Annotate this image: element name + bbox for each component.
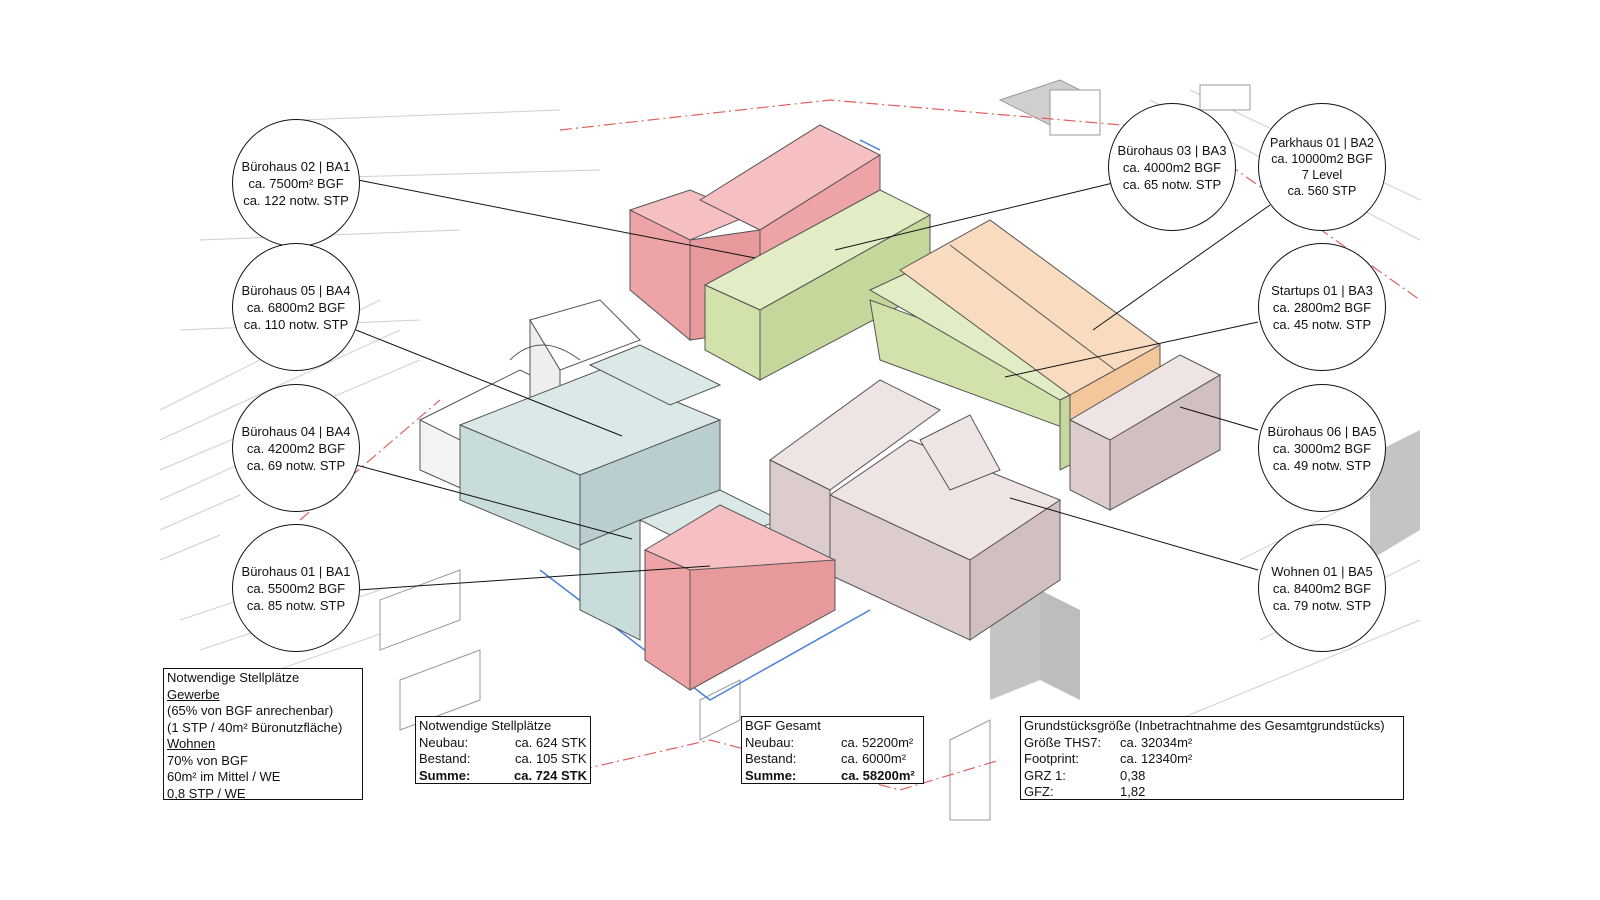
table-row: Summe: ca. 724 STK <box>419 768 587 785</box>
table-title: Notwendige Stellplätze <box>419 718 552 733</box>
callout-parking: ca. 45 notw. STP <box>1272 316 1372 332</box>
callout-parking: ca. 85 notw. STP <box>246 597 346 613</box>
callout-name: Bürohaus 05 <box>241 282 316 298</box>
table-title: Grundstücksgröße (Inbetrachtnahme des Ge… <box>1024 718 1385 733</box>
row-label: Summe: <box>745 767 797 783</box>
table-row: Neubau: ca. 52200m² <box>745 735 920 752</box>
parking-rules-legend: Notwendige Stellplätze Gewerbe (65% von … <box>163 668 363 801</box>
row-value: ca. 52200m² <box>841 734 914 750</box>
legend-wohnen-line: 70% von BGF <box>167 752 248 768</box>
row-label: GRZ 1: <box>1024 767 1066 783</box>
callout-parking: ca. 79 notw. STP <box>1272 597 1372 613</box>
legend-wohnen-heading: Wohnen <box>167 736 216 751</box>
row-label: Footprint: <box>1024 751 1079 766</box>
table-row: GRZ 1: 0,38 <box>1024 768 1400 785</box>
callout-name: Bürohaus 01 <box>241 563 316 579</box>
buerohaus-06-block <box>1068 354 1222 511</box>
callout-parking: ca. 560 STP <box>1287 184 1357 198</box>
callout-area: ca. 2800m2 BGF <box>1272 299 1372 315</box>
legend-gewerbe-line: (1 STP / 40m² Büronutzfläche) <box>167 719 343 735</box>
callout-parking: ca. 122 notw. STP <box>243 192 349 208</box>
table-row: GFZ: 1,82 <box>1024 784 1400 801</box>
legend-title: Notwendige Stellplätze <box>167 670 300 685</box>
row-value: ca. 105 STK <box>515 751 587 766</box>
callout-phase: BA3 <box>1348 282 1373 298</box>
row-label: Neubau: <box>745 734 795 750</box>
context-buildings <box>379 79 1420 821</box>
callout-name: Wohnen 01 <box>1271 563 1338 579</box>
callout-levels: 7 Level <box>1301 168 1343 182</box>
row-value: ca. 624 STK <box>515 734 587 750</box>
legend-wohnen-line: 0,8 STP / WE <box>167 785 246 801</box>
leader-lines <box>355 179 1271 591</box>
row-value: ca. 6000m² <box>841 751 907 766</box>
callout-buerohaus-04: Bürohaus 04 | BA4 ca. 4200m2 BGF ca. 69 … <box>232 384 360 512</box>
callout-name: Bürohaus 02 <box>241 158 316 174</box>
table-row: Footprint: ca. 12340m² <box>1024 751 1400 768</box>
table-row: Summe: ca. 58200m² <box>745 768 920 785</box>
callout-parking: ca. 110 notw. STP <box>243 316 349 332</box>
callout-phase: BA5 <box>1348 563 1373 579</box>
callout-startups-01: Startups 01 | BA3 ca. 2800m2 BGF ca. 45 … <box>1258 243 1386 371</box>
table-row: Neubau: ca. 624 STK <box>419 735 587 752</box>
row-label: GFZ: <box>1024 784 1054 799</box>
row-label: Summe: <box>419 767 471 783</box>
callout-parking: ca. 49 notw. STP <box>1272 457 1372 473</box>
callout-buerohaus-03: Bürohaus 03 | BA3 ca. 4000m2 BGF ca. 65 … <box>1108 103 1236 231</box>
callout-area: ca. 8400m2 BGF <box>1272 580 1372 596</box>
callout-phase: BA2 <box>1350 136 1375 150</box>
callout-phase: BA5 <box>1351 423 1377 439</box>
table-title: BGF Gesamt <box>745 718 821 733</box>
callout-buerohaus-02: Bürohaus 02 | BA1 ca. 7500m² BGF ca. 122… <box>232 119 360 247</box>
callout-area: ca. 7500m² BGF <box>248 175 344 191</box>
legend-wohnen-line: 60m² im Mittel / WE <box>167 769 281 784</box>
callout-phase: BA1 <box>325 158 351 174</box>
row-value: ca. 32034m² <box>1120 734 1193 750</box>
table-row: Bestand: ca. 6000m² <box>745 751 920 768</box>
callout-phase: BA1 <box>325 563 351 579</box>
row-label: Größe THS7: <box>1024 734 1102 750</box>
callout-parkhaus-01: Parkhaus 01 | BA2 ca. 10000m2 BGF 7 Leve… <box>1258 103 1386 231</box>
callout-name: Bürohaus 06 <box>1267 423 1342 439</box>
row-value: ca. 12340m² <box>1120 751 1193 766</box>
row-value: ca. 58200m² <box>841 767 915 783</box>
callout-name: Startups 01 <box>1271 282 1338 298</box>
callout-area: ca. 4200m2 BGF <box>246 440 346 456</box>
callout-area: ca. 6800m2 BGF <box>246 299 346 315</box>
row-label: Neubau: <box>419 734 469 750</box>
callout-parking: ca. 65 notw. STP <box>1122 176 1222 192</box>
callout-name: Bürohaus 03 <box>1117 142 1192 158</box>
callout-phase: BA4 <box>325 282 351 298</box>
callout-name: Parkhaus 01 <box>1269 136 1341 150</box>
callout-buerohaus-05: Bürohaus 05 | BA4 ca. 6800m2 BGF ca. 110… <box>232 243 360 371</box>
legend-gewerbe-heading: Gewerbe <box>167 686 220 702</box>
row-label: Bestand: <box>745 751 797 766</box>
callout-area: ca. 5500m2 BGF <box>246 580 346 596</box>
callout-phase: BA3 <box>1201 142 1227 158</box>
row-value: ca. 724 STK <box>514 767 587 783</box>
buerohaus-03-block <box>703 189 932 381</box>
table-row: Bestand: ca. 105 STK <box>419 751 587 768</box>
row-value: 1,82 <box>1120 784 1146 799</box>
callout-buerohaus-01: Bürohaus 01 | BA1 ca. 5500m2 BGF ca. 85 … <box>232 524 360 652</box>
row-value: 0,38 <box>1120 767 1146 783</box>
callout-area: ca. 4000m2 BGF <box>1122 159 1222 175</box>
buerohaus-01-block <box>643 504 837 691</box>
wohnen-01-block <box>769 379 1062 641</box>
table-row: Größe THS7: ca. 32034m² <box>1024 735 1400 752</box>
callout-wohnen-01: Wohnen 01 | BA5 ca. 8400m2 BGF ca. 79 no… <box>1258 524 1386 652</box>
site-data-table: Grundstücksgröße (Inbetrachtnahme des Ge… <box>1020 716 1404 800</box>
callout-phase: BA4 <box>325 423 351 439</box>
callout-parking: ca. 69 notw. STP <box>246 457 346 473</box>
legend-gewerbe-line: (65% von BGF anrechenbar) <box>167 703 334 718</box>
row-label: Bestand: <box>419 751 471 766</box>
bgf-totals-table: BGF Gesamt Neubau: ca. 52200m² Bestand: ca… <box>741 716 924 784</box>
callout-buerohaus-06: Bürohaus 06 | BA5 ca. 3000m2 BGF ca. 49 … <box>1258 384 1386 512</box>
parking-totals-table: Notwendige Stellplätze Neubau: ca. 624 ST… <box>415 716 591 784</box>
callout-area: ca. 3000m2 BGF <box>1272 440 1372 456</box>
callout-name: Bürohaus 04 <box>241 423 316 439</box>
callout-area: ca. 10000m2 BGF <box>1271 152 1373 166</box>
